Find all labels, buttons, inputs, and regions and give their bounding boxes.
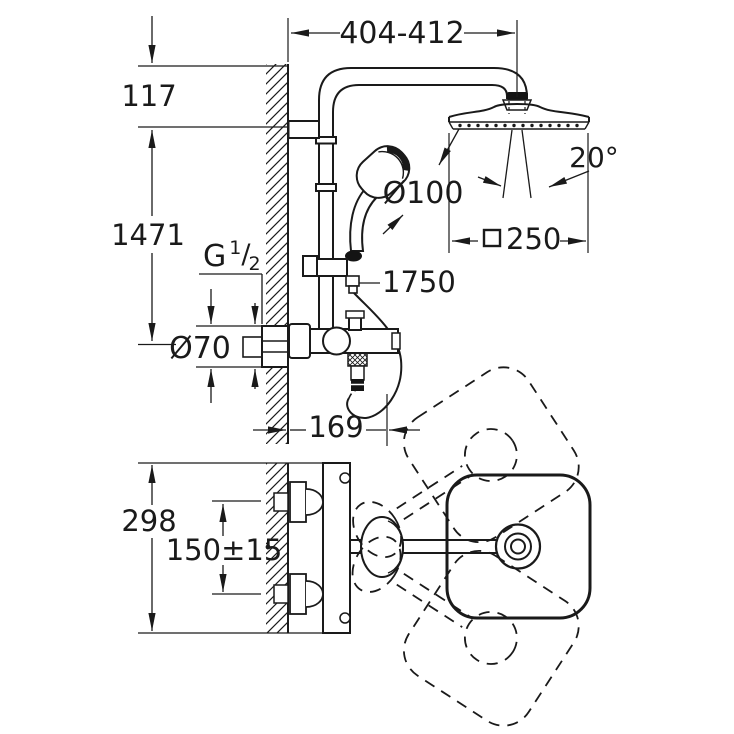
swivel-range-lower	[351, 535, 580, 727]
dim-arm-projection-label: 404-412	[339, 16, 464, 51]
dimension-arm-projection: 404-412	[287, 16, 518, 97]
dimension-hand-shower-diameter: Ø100	[382, 128, 464, 235]
plan-reference-lines	[138, 462, 347, 634]
supply-union-top	[273, 481, 324, 523]
dim-hand-shower-diameter-label: Ø100	[383, 176, 464, 211]
dimension-hose-length: 1750	[359, 265, 456, 299]
dim-rail-height-label: 1471	[111, 218, 185, 252]
head-shower-side	[448, 103, 590, 130]
supply-union-bottom	[273, 573, 324, 615]
dim-spray-angle-label: 20°	[569, 141, 619, 174]
dimension-inlet-spacing: 150±15	[166, 500, 283, 595]
valve-knob-plan	[360, 516, 404, 578]
nozzle-dots	[458, 123, 579, 128]
square-symbol-icon	[482, 228, 502, 248]
hand-shower	[345, 145, 411, 262]
dim-hose-length-label: 1750	[382, 265, 456, 299]
dimension-head-drop: 117	[121, 16, 177, 113]
wall-section-side	[266, 64, 289, 444]
dim-head-drop-label: 117	[121, 79, 176, 113]
dimension-spout-projection: 169	[253, 394, 420, 446]
diverter-knob	[348, 316, 362, 331]
swivel-range-upper	[352, 366, 580, 559]
thermostat-valve-side	[288, 310, 401, 391]
dimension-escutcheon-diameter: Ø70	[169, 289, 289, 403]
head-shower-plan	[445, 473, 592, 620]
spout-aerator	[347, 352, 368, 367]
wall-supply-union	[242, 325, 289, 368]
valve-knob-side	[322, 326, 351, 356]
center-mark	[265, 544, 271, 550]
dim-inlet-spacing-label: 150±15	[166, 533, 283, 567]
thermostat-valve-plan	[322, 462, 351, 634]
dimension-body-height: 298	[121, 465, 177, 631]
dimension-spray-angle: 20°	[477, 141, 619, 188]
handle-end	[345, 250, 362, 262]
dim-body-height-label: 298	[121, 504, 176, 538]
spray-angle-lines	[502, 129, 532, 199]
dimension-head-width: 250	[448, 133, 589, 256]
hand-shower-holder	[302, 255, 360, 294]
dimension-rail-height: 1471	[111, 130, 185, 341]
hub-inner	[510, 538, 526, 555]
reference-lines	[138, 65, 288, 346]
dim-head-width-label: 250	[506, 222, 561, 256]
dim-escutcheon-diameter-label: Ø70	[169, 331, 231, 366]
shower-rail-and-arm	[287, 67, 528, 330]
dim-spout-projection-label: 169	[308, 410, 363, 444]
